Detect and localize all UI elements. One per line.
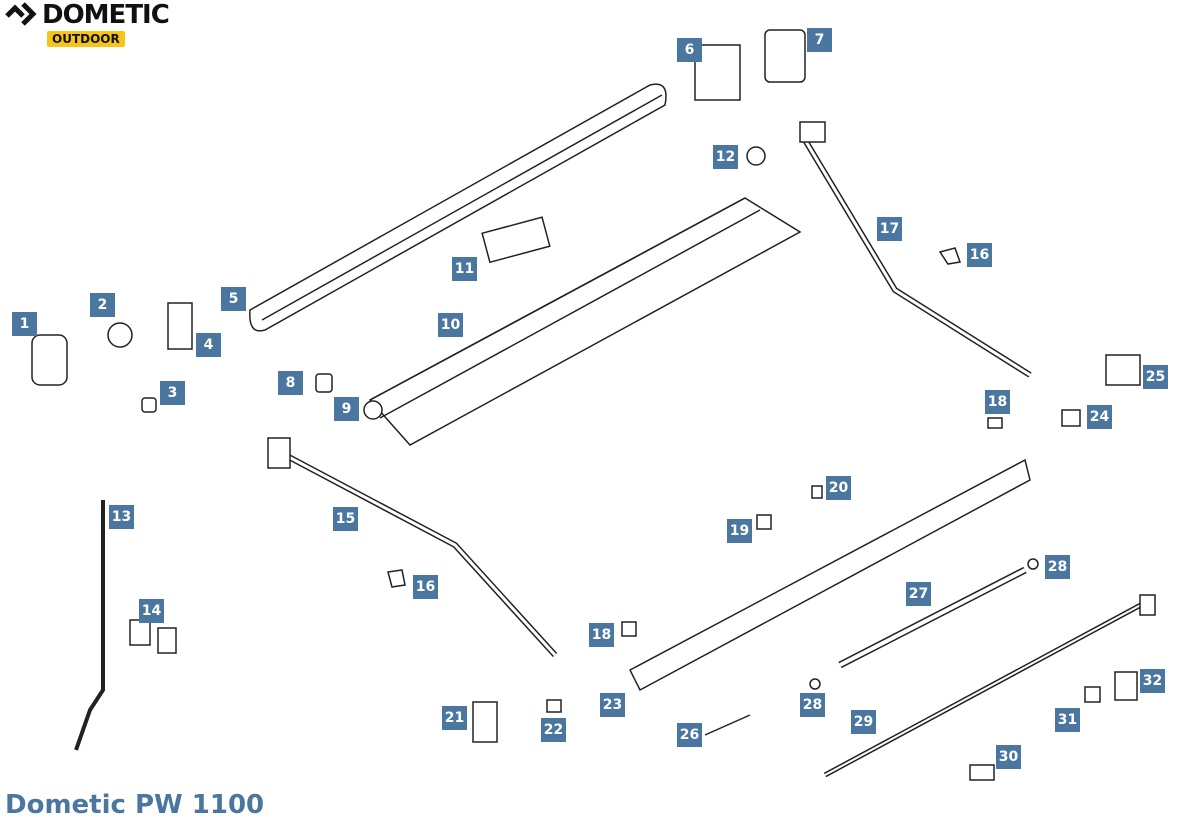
part-label-26: 26: [677, 723, 702, 747]
dometic-logo-icon: [5, 2, 37, 26]
part-label-12: 12: [713, 145, 738, 169]
part-label-7: 7: [807, 28, 832, 52]
part-label-17: 17: [877, 217, 902, 241]
arm-right: [799, 121, 1032, 378]
fabric-roller: [363, 197, 802, 446]
part-label-19: 19: [727, 519, 752, 543]
part-label-25: 25: [1143, 365, 1168, 389]
part-label-30: 30: [996, 745, 1021, 769]
part-label-31: 31: [1055, 708, 1080, 732]
logo-brand: DOMETIC: [42, 0, 170, 30]
tension-rod: [838, 566, 1027, 669]
part-label-28: 28: [800, 693, 825, 717]
part-label-32: 32: [1140, 669, 1165, 693]
crank-handle: [74, 500, 105, 751]
part-label-8: 8: [278, 371, 303, 395]
part-label-15: 15: [333, 507, 358, 531]
part-label-21: 21: [442, 706, 467, 730]
part-label-16: 16: [413, 575, 438, 599]
front-profile: [629, 458, 1031, 692]
part-label-22: 22: [541, 718, 566, 742]
part-label-16: 16: [967, 243, 992, 267]
part-label-18: 18: [985, 390, 1010, 414]
part-label-13: 13: [109, 505, 134, 529]
part-label-4: 4: [196, 333, 221, 357]
part-label-1: 1: [12, 312, 37, 336]
cassette-housing: [249, 83, 667, 332]
part-label-27: 27: [906, 582, 931, 606]
part-label-29: 29: [851, 710, 876, 734]
part-label-23: 23: [600, 693, 625, 717]
part-label-14: 14: [139, 599, 164, 623]
part-label-20: 20: [826, 476, 851, 500]
support-leg: [823, 594, 1156, 778]
logo-sub: OUTDOOR: [47, 31, 125, 47]
part-label-24: 24: [1087, 405, 1112, 429]
part-label-3: 3: [160, 381, 185, 405]
part-label-10: 10: [438, 313, 463, 337]
part-label-28: 28: [1045, 555, 1070, 579]
arm-left: [267, 437, 558, 658]
part-label-11: 11: [452, 257, 477, 281]
part-label-5: 5: [221, 287, 246, 311]
part-label-6: 6: [677, 38, 702, 62]
part-label-2: 2: [90, 293, 115, 317]
end-cap-left: [31, 334, 68, 386]
page-title: Dometic PW 1100: [5, 790, 265, 820]
part-label-9: 9: [334, 397, 359, 421]
part-label-18: 18: [589, 623, 614, 647]
gear-part: [107, 322, 133, 348]
